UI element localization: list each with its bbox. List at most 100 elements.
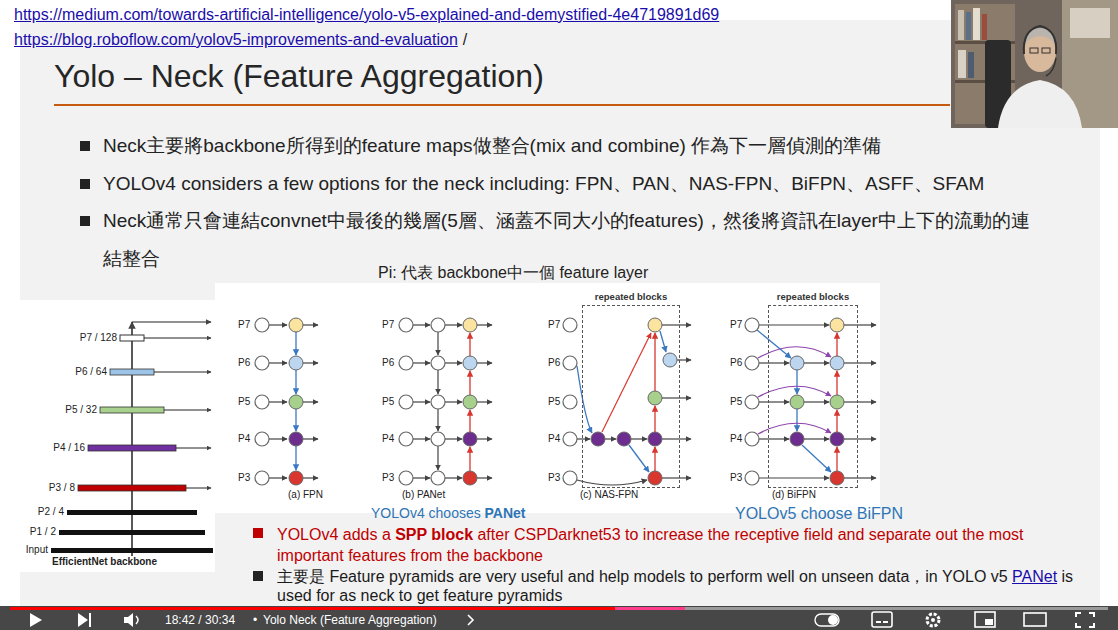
repeated-block-frame: repeated blocks (768, 305, 858, 488)
slide-background (215, 283, 880, 513)
bifpn-figure (836, 410, 837, 432)
nas-fpn-figure (605, 438, 616, 439)
nas-fpn-figure (648, 391, 662, 405)
panet-figure (469, 447, 470, 471)
nas-fpn-figure (654, 333, 655, 391)
bifpn-figure (757, 330, 791, 358)
player-controls (828, 615, 838, 625)
player-controls (931, 618, 935, 622)
nas-fpn-figure (577, 480, 647, 485)
panet-figure (399, 432, 413, 446)
bullet-text: YOLOv4 considers a few options for the n… (103, 173, 984, 195)
panet-figure (413, 362, 430, 363)
nas-fpn-figure (662, 324, 691, 325)
fpn-figure (255, 471, 269, 485)
bifpn-figure (745, 432, 759, 446)
nas-fpn-figure (577, 438, 590, 439)
bifpn-figure (745, 318, 759, 332)
scale-label: P3 / 8 (49, 482, 75, 494)
player-controls (468, 615, 473, 625)
backbone-figure (186, 488, 211, 489)
panet-figure (445, 438, 462, 439)
player-controls (883, 621, 888, 623)
nas-fpn-figure (662, 477, 691, 478)
webcam-feed (1030, 48, 1038, 53)
backbone-figure (51, 322, 213, 556)
fpn-figure (269, 324, 287, 325)
bullet-square (80, 141, 90, 151)
nas-fpn-figure (660, 331, 666, 352)
fpn-figure (303, 362, 318, 363)
bifpn-figure (790, 432, 804, 446)
panet-figure (399, 395, 413, 409)
backbone-figure (132, 321, 211, 322)
player-controls (685, 607, 1108, 610)
slide-background (18, 300, 215, 572)
webcam-feed (966, 12, 971, 40)
bifpn-figure (836, 371, 837, 395)
bullet-square (253, 528, 263, 538)
panet-figure (431, 395, 445, 409)
layer-label: P5 (238, 396, 250, 408)
caption-run: YOLOv4 chooses (371, 505, 481, 521)
fpn-figure (255, 432, 269, 446)
scale-label: P4 / 16 (53, 442, 85, 454)
figure-caption: (b) PANet (402, 489, 445, 501)
layer-label: P3 (382, 472, 394, 484)
panet-figure (431, 471, 445, 485)
nas-fpn-figure (563, 471, 577, 485)
webcam-feed (951, 0, 1118, 128)
nas-fpn-figure (648, 471, 662, 485)
figure-caption: (c) NAS-FPN (580, 489, 638, 501)
player-controls (927, 614, 939, 626)
repeated-block-frame: repeated blocks (582, 305, 680, 488)
bifpn-figure (745, 318, 876, 485)
hyperlink: https://blog.roboflow.com/yolov5-improve… (14, 30, 458, 49)
player-controls (876, 621, 881, 623)
panet-figure (463, 318, 477, 332)
panet-figure (477, 477, 492, 478)
panet-figure (445, 401, 462, 402)
player-controls (0, 606, 1118, 630)
panet-figure (399, 356, 413, 370)
note: Pi: 代表 backbone中一個 feature layer (378, 263, 648, 282)
layer-label: P4 (548, 433, 560, 445)
fpn-figure (289, 471, 303, 485)
fpn-figure (295, 446, 296, 470)
webcam-feed (982, 14, 987, 40)
layer-label: P5 (548, 396, 560, 408)
layer-label: P6 (548, 357, 560, 369)
nas-fpn-figure (591, 432, 605, 446)
fpn-figure (255, 318, 318, 485)
nas-fpn-figure (662, 397, 691, 398)
layer-label: P3 (730, 472, 742, 484)
backbone-figure (154, 372, 211, 373)
backbone-figure (88, 445, 176, 451)
bifpn-figure (745, 471, 759, 485)
player-controls (0, 606, 1118, 630)
backbone-figure (144, 338, 211, 339)
webcam-feed (1070, 8, 1110, 38)
backbone-figure (51, 548, 213, 553)
bifpn-figure (745, 395, 759, 409)
bifpn-figure (759, 401, 789, 402)
bifpn-figure (844, 477, 876, 478)
player-controls (10, 607, 615, 610)
slide-title: Yolo – Neck (Feature Aggregation) (54, 57, 544, 95)
bifpn-figure (759, 324, 829, 325)
nas-fpn-figure (617, 432, 631, 446)
fpn-figure (289, 395, 303, 409)
backbone-figure (131, 322, 133, 556)
layer-label: P3 (238, 472, 250, 484)
scale-label: P2 / 4 (38, 506, 64, 518)
panet-figure (469, 333, 470, 356)
bifpn-figure (745, 356, 759, 370)
webcam-feed (968, 52, 974, 78)
nas-fpn-figure (563, 432, 577, 446)
panet-figure (413, 401, 430, 402)
player-controls (815, 614, 839, 626)
bifpn-figure (844, 324, 876, 325)
webcam-feed (1042, 48, 1050, 53)
panet-figure (477, 401, 492, 402)
